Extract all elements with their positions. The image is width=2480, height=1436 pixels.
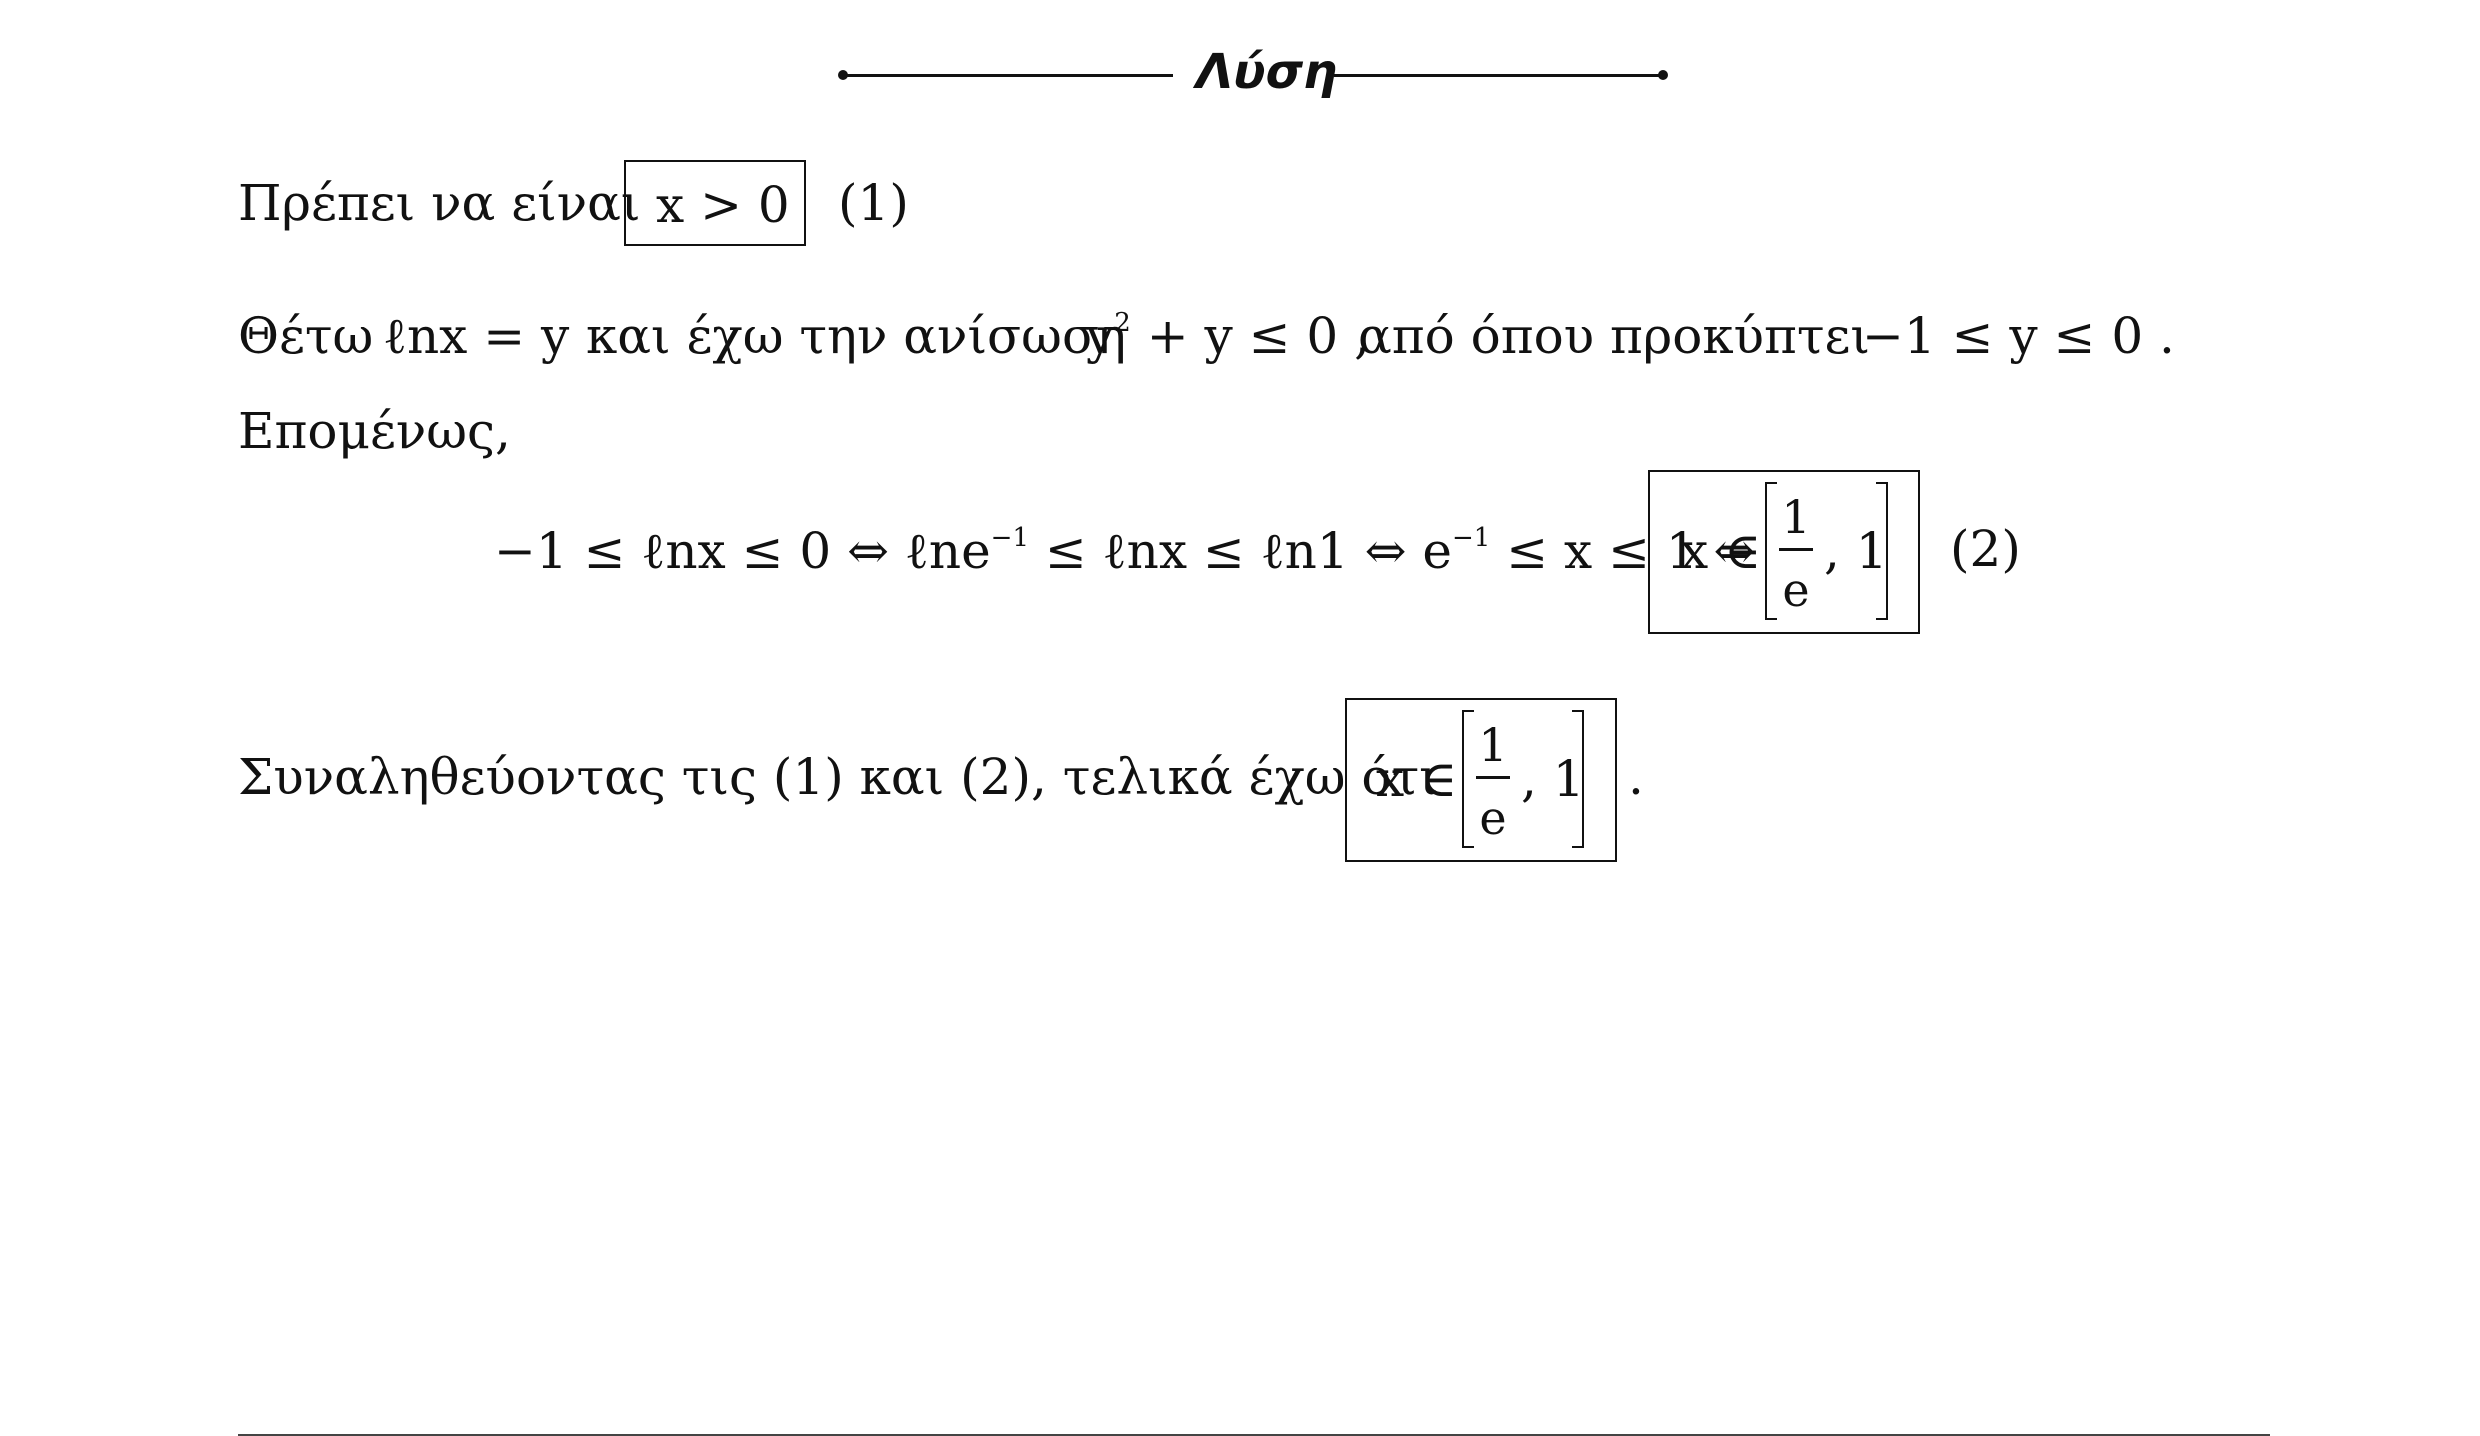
final-right-bracket <box>1572 710 1584 848</box>
derivation-exponent-2: −1 <box>1451 523 1491 553</box>
solution-title: Λύση <box>1196 44 1338 100</box>
final-fraction-bar <box>1476 776 1510 779</box>
quadratic-rest: + y ≤ 0 , <box>1146 307 1371 365</box>
equation-tag-1: (1) <box>838 174 909 232</box>
derivation-exponent-1: −1 <box>990 523 1029 553</box>
conclusion-text: Συναληθεύοντας τις (1) και (2), τελικά έ… <box>238 748 1439 806</box>
domain-condition-box <box>624 160 806 246</box>
final-left-bracket <box>1462 710 1474 848</box>
final-interval-upper: , 1 <box>1521 750 1585 808</box>
derivation-chain: −1 ≤ ℓnx ≤ 0 ⇔ ℓne−1 ≤ ℓnx ≤ ℓn1 ⇔ e−1 ≤… <box>494 523 1755 576</box>
derivation-part-2: ≤ ℓnx ≤ ℓn1 ⇔ e <box>1044 522 1452 580</box>
substitution-formula: ℓnx = y <box>383 307 570 365</box>
final-fraction-numerator: 1 <box>1478 718 1508 772</box>
derivation-part-1: −1 ≤ ℓnx ≤ 0 ⇔ ℓne <box>494 522 991 580</box>
header-right-dot <box>1658 70 1668 80</box>
interval-membership-2: x ∈ <box>1680 522 1762 580</box>
result-intro: από όπου προκύπτει <box>1358 307 1871 365</box>
interval-upper-2: , 1 <box>1824 522 1888 580</box>
final-interval-membership: x ∈ <box>1376 750 1458 808</box>
equation-tag-2: (2) <box>1950 520 2021 578</box>
final-fraction-denominator: e <box>1479 791 1507 845</box>
fraction-denominator-2: e <box>1782 563 1810 617</box>
therefore-text: Επομένως, <box>238 402 511 460</box>
final-period: . <box>1628 748 1644 806</box>
fraction-bar-2 <box>1779 548 1813 551</box>
y-range: −1 ≤ y ≤ 0 . <box>1862 307 2175 365</box>
inequality-intro: και έχω την ανίσωση <box>586 307 1127 365</box>
right-bracket-2 <box>1876 482 1888 620</box>
quadratic-exponent: 2 <box>1114 308 1131 338</box>
substitution-verb: Θέτω <box>238 307 374 365</box>
header-right-rule <box>1334 74 1664 77</box>
footer-rule <box>238 1434 2270 1436</box>
final-interval-box <box>1345 698 1617 862</box>
fraction-numerator-2: 1 <box>1781 490 1811 544</box>
derivation-part-3: ≤ x ≤ 1 ⇔ <box>1506 522 1756 580</box>
header-left-rule <box>843 74 1173 77</box>
quadratic-inequality: y2 + y ≤ 0 , <box>1086 308 1370 361</box>
domain-condition-text: Πρέπει να είναι <box>238 174 641 232</box>
interval-box-2 <box>1648 470 1920 634</box>
left-bracket-2 <box>1765 482 1777 620</box>
quadratic-base: y <box>1086 307 1115 365</box>
domain-condition-formula: x > 0 <box>656 176 790 234</box>
